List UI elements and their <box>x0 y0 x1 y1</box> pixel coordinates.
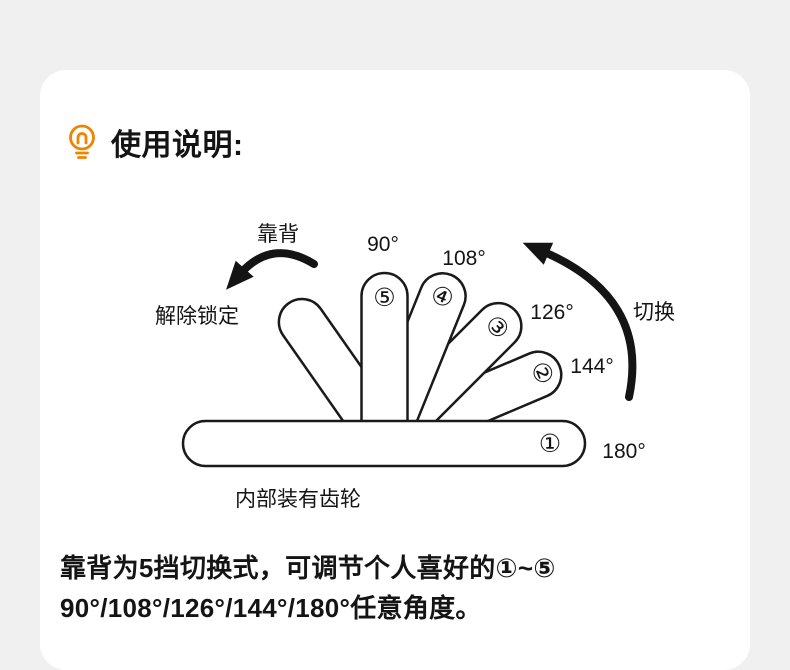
position-number-5: ⑤ <box>373 284 395 312</box>
lightbulb-icon <box>69 124 95 159</box>
backrest-label: 靠背 <box>257 223 299 246</box>
angle-label-90: 90° <box>367 233 399 256</box>
seat-base <box>181 419 587 468</box>
angle-label-108: 108° <box>442 247 485 270</box>
title-row: 使用说明: <box>62 120 244 164</box>
angle-label-126: 126° <box>530 301 573 324</box>
position-number-1: ① <box>539 430 561 458</box>
angle-label-144: 144° <box>570 355 613 378</box>
page: { "theme": { "page_bg": "#f0f0f0", "card… <box>40 70 750 670</box>
backrest-angle-diagram: ⑤ ④ ③ ② ① 90° 108° 126° 144° 180° 靠背 解除锁… <box>155 223 675 511</box>
gear-note-label: 内部装有齿轮 <box>235 488 361 511</box>
switch-label: 切换 <box>633 301 675 324</box>
footer-line-2: 90°/108°/126°/144°/180°任意角度。 <box>60 593 482 623</box>
angle-label-180: 180° <box>602 440 645 463</box>
unlock-curved-arrow-icon <box>226 249 318 290</box>
unlock-label: 解除锁定 <box>155 305 239 328</box>
page-title: 使用说明: <box>111 129 244 162</box>
footer-note: 靠背为5挡切换式，可调节个人喜好的①~⑤ 90°/108°/126°/144°/… <box>60 548 556 628</box>
footer-line-1: 靠背为5挡切换式，可调节个人喜好的①~⑤ <box>60 553 556 583</box>
switch-curved-arrow-icon <box>522 242 637 401</box>
